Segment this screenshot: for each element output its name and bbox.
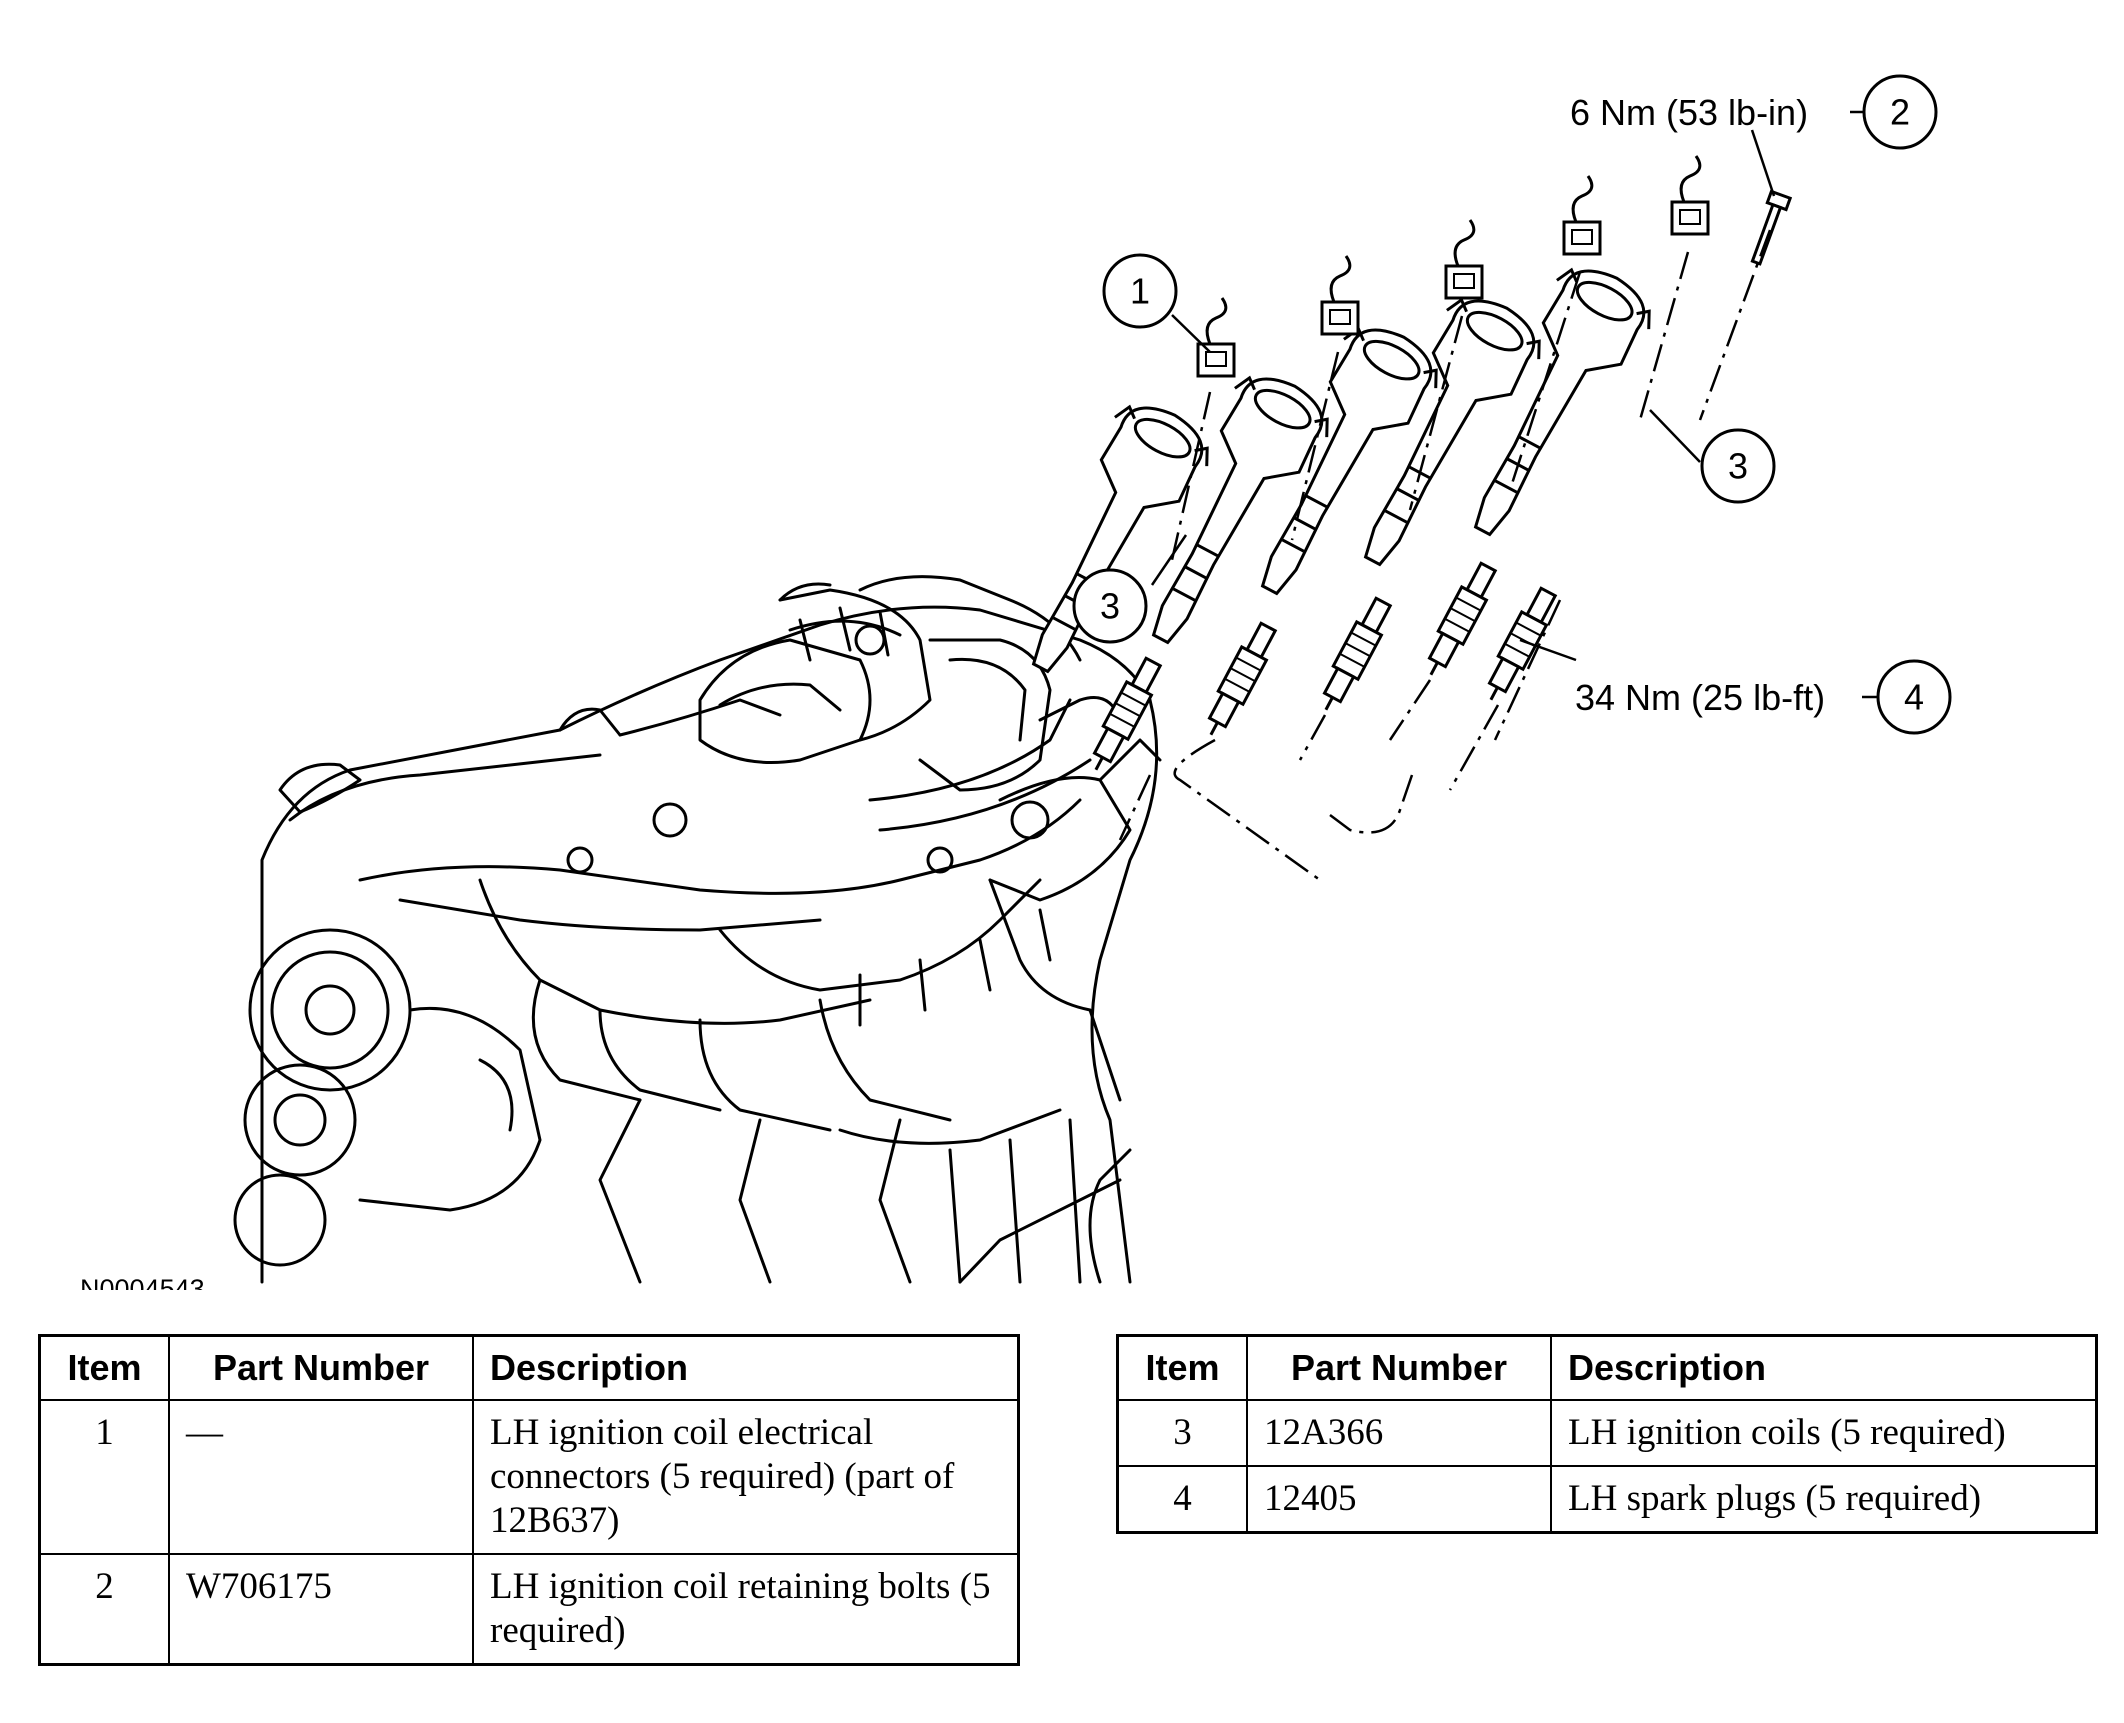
electrical-connector <box>1444 219 1484 300</box>
ignition-coils <box>1031 267 1651 674</box>
callout-number: 1 <box>1130 271 1150 312</box>
engine-illustration <box>233 575 1162 1284</box>
callout-3: 3 <box>1072 568 1148 644</box>
header-item: Item <box>38 1334 170 1401</box>
cell-part-number: — <box>168 1399 474 1555</box>
callout-1: 1 <box>1102 253 1178 329</box>
table-row: 1 — LH ignition coil electrical connecto… <box>38 1399 1020 1555</box>
parts-table-left: Item Part Number Description 1 — LH igni… <box>38 1334 1020 1666</box>
table-header-row: Item Part Number Description <box>38 1334 1020 1401</box>
electrical-connector <box>1320 255 1360 336</box>
callout-number: 3 <box>1100 586 1120 627</box>
cell-item: 4 <box>1116 1465 1248 1534</box>
header-description: Description <box>1550 1334 2098 1401</box>
assembly-centerlines <box>1118 229 1772 882</box>
header-item: Item <box>1116 1334 1248 1401</box>
electrical-connector <box>1196 297 1236 378</box>
callout-4: 4 34 Nm (25 lb-ft) <box>1575 659 1952 735</box>
header-part-number: Part Number <box>168 1334 474 1401</box>
cell-item: 3 <box>1116 1399 1248 1467</box>
cell-part-number: W706175 <box>168 1553 474 1666</box>
cell-part-number: 12A366 <box>1246 1399 1552 1467</box>
electrical-connector <box>1562 175 1602 256</box>
table-row: 2 W706175 LH ignition coil retaining bol… <box>38 1553 1020 1666</box>
cell-description: LH ignition coil retaining bolts (5 requ… <box>472 1553 1020 1666</box>
spark-plugs <box>1092 561 1558 771</box>
cell-description: LH ignition coil electrical connectors (… <box>472 1399 1020 1555</box>
callout-number: 4 <box>1904 677 1924 718</box>
cell-description: LH ignition coils (5 required) <box>1550 1399 2098 1467</box>
table-row: 4 12405 LH spark plugs (5 required) <box>1116 1465 2098 1534</box>
spark-plug <box>1322 596 1393 711</box>
electrical-connectors <box>1196 155 1710 378</box>
spark-plug <box>1092 656 1163 771</box>
spark-plug <box>1427 561 1498 676</box>
table-row: 3 12A366 LH ignition coils (5 required) <box>1116 1399 2098 1467</box>
retaining-bolt <box>1750 189 1793 266</box>
cell-description: LH spark plugs (5 required) <box>1550 1465 2098 1534</box>
header-description: Description <box>472 1334 1020 1401</box>
header-part-number: Part Number <box>1246 1334 1552 1401</box>
leader-lines <box>1150 110 1878 699</box>
callout-2: 2 6 Nm (53 lb-in) <box>1570 74 1938 150</box>
cell-item: 1 <box>38 1399 170 1555</box>
torque-spec-spark-plug: 34 Nm (25 lb-ft) <box>1575 677 1825 718</box>
ignition-coil <box>1031 404 1209 674</box>
ignition-coil <box>1151 375 1329 645</box>
callout-3: 3 <box>1700 428 1776 504</box>
cell-item: 2 <box>38 1553 170 1666</box>
figure-id: N0004543 <box>80 1274 205 1290</box>
table-header-row: Item Part Number Description <box>1116 1334 2098 1401</box>
cell-part-number: 12405 <box>1246 1465 1552 1534</box>
engine-ignition-diagram: 1 2 6 Nm (53 lb-in) 3 3 4 34 Nm (25 lb-f… <box>80 74 1952 1290</box>
callout-number: 2 <box>1890 92 1910 133</box>
callout-number: 3 <box>1728 446 1748 487</box>
electrical-connector <box>1670 155 1710 236</box>
parts-table-right: Item Part Number Description 3 12A366 LH… <box>1116 1334 2098 1534</box>
ignition-coil <box>1363 297 1541 567</box>
ignition-coil <box>1260 326 1438 596</box>
spark-plug <box>1207 621 1278 736</box>
torque-spec-bolt: 6 Nm (53 lb-in) <box>1570 92 1808 133</box>
